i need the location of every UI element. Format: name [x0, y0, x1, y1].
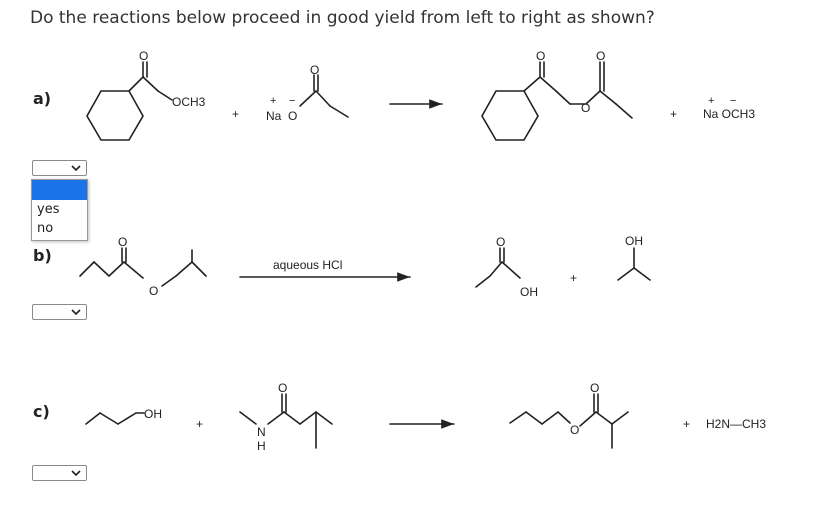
acid-oh-label: OH: [520, 285, 538, 299]
carbonyl-o-label: O: [118, 235, 127, 249]
alcohol-oh-label: OH: [144, 407, 162, 421]
plus-sign: +: [196, 417, 203, 431]
propanol-structure: [85, 412, 145, 425]
alcohol-oh-label: OH: [625, 234, 643, 248]
answer-select-c[interactable]: [32, 465, 87, 481]
sodium-propanoate-structure: [299, 74, 349, 118]
carbonyl-o-label: O: [310, 63, 319, 77]
na-och3-label: Na OCH3: [703, 107, 755, 121]
answer-select-b[interactable]: [32, 304, 87, 320]
answer-dropdown-list-a[interactable]: yes no: [31, 179, 88, 241]
question-text: Do the reactions below proceed in good y…: [30, 8, 655, 28]
part-label-b: b): [33, 246, 52, 265]
reagent-label: aqueous HCl: [273, 258, 342, 272]
n-methyl-amide-structure: [239, 393, 333, 449]
propyl-ester-structure: [79, 247, 207, 287]
amide-h-label: H: [257, 439, 266, 453]
na-label: Na: [266, 109, 282, 123]
dropdown-option-yes[interactable]: yes: [37, 202, 60, 217]
answer-select-a[interactable]: [32, 160, 87, 176]
methyl-cyclohexanecarboxylate-structure: [86, 61, 173, 141]
dropdown-option-blank[interactable]: [32, 180, 87, 200]
carbonyl-o-label: O: [590, 381, 599, 395]
chevron-down-icon: [71, 470, 81, 477]
carbonyl-o-label: O: [536, 49, 545, 63]
carbonyl-o-label: O: [496, 235, 505, 249]
na-charge-label: +: [708, 95, 714, 107]
carbonyl-o-label: O: [278, 381, 287, 395]
ester-o-label: O: [570, 423, 579, 437]
propanoic-acid-structure: [475, 247, 521, 288]
oxide-o-label: O: [288, 109, 297, 123]
ester-o-label: O: [149, 284, 158, 298]
o-charge-label: −: [289, 95, 295, 107]
part-label-c: c): [33, 402, 50, 421]
chevron-down-icon: [71, 309, 81, 316]
methylamine-label: H2N—CH3: [706, 417, 766, 431]
propyl-isobutyrate-structure: [509, 393, 629, 449]
chevron-down-icon: [71, 165, 81, 172]
carbonyl-o-label: O: [139, 49, 148, 63]
och3-label: OCH3: [172, 95, 206, 109]
plus-sign: +: [570, 271, 577, 285]
carbonyl-o-label: O: [596, 49, 605, 63]
plus-sign: +: [232, 107, 239, 121]
plus-sign: +: [670, 107, 677, 121]
amide-n-label: N: [257, 425, 266, 439]
na-charge-label: +: [270, 95, 276, 107]
o-charge-label: −: [730, 95, 736, 107]
plus-sign: +: [683, 417, 690, 431]
anhydride-product-structure: [481, 61, 633, 141]
isopropanol-structure: [617, 247, 651, 281]
bridge-o-label: O: [581, 101, 590, 115]
dropdown-option-no[interactable]: no: [37, 221, 54, 236]
part-label-a: a): [33, 89, 52, 108]
